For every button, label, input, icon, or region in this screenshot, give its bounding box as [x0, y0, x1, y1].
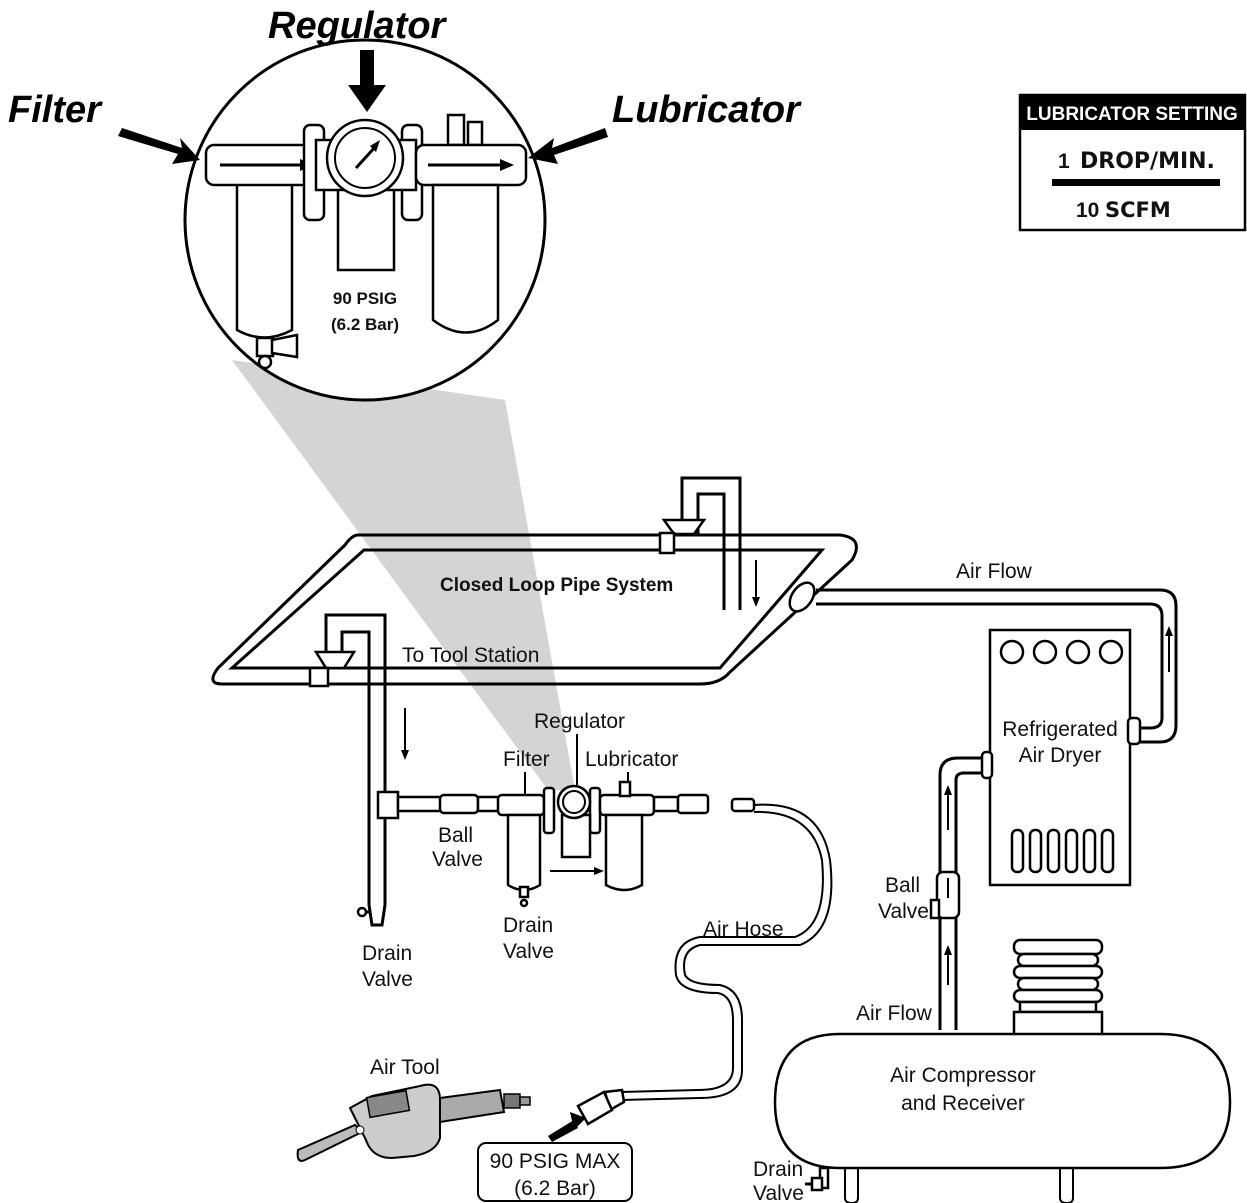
closed-loop-pipe: [211, 476, 1178, 905]
ball-valve-left-line2: Valve: [432, 848, 483, 871]
ball-valve-left-line1: Ball: [438, 824, 473, 847]
drop-rate-number: 1: [1058, 150, 1070, 173]
magnified-frl-unit: 90 PSIG (6.2 Bar): [183, 38, 547, 402]
compressor-ball-valve: [929, 870, 961, 920]
scfm-number: 10: [1076, 199, 1099, 222]
gauge-bar-label: (6.2 Bar): [331, 315, 399, 334]
max-psig-label: 90 PSIG MAX: [490, 1150, 621, 1173]
max-pressure-box: 90 PSIG MAX (6.2 Bar): [477, 1142, 633, 1202]
air-compressor: Air Compressor and Receiver: [773, 938, 1232, 1203]
frl-unit: [496, 780, 710, 908]
air-flow-top-label: Air Flow: [956, 560, 1033, 583]
gauge-pressure-label: 90 PSIG: [333, 289, 397, 308]
drain-valve-frl-line1: Drain: [503, 914, 553, 937]
drain-valve-leg-line2: Valve: [362, 968, 413, 991]
air-hose-label: Air Hose: [703, 918, 784, 941]
drain-valve-leg-line1: Drain: [362, 942, 412, 965]
refrigerated-air-dryer: Refrigerated Air Dryer: [980, 628, 1142, 887]
lubricator-callout-label: Lubricator: [612, 89, 802, 131]
frl-regulator-label: Regulator: [534, 710, 625, 733]
drop-leg: [356, 790, 502, 927]
dryer-label-line2: Air Dryer: [1019, 744, 1102, 767]
compressor-label-line2: and Receiver: [901, 1092, 1025, 1115]
scfm-unit: SCFM: [1105, 198, 1171, 222]
drain-valve-tank-line1: Drain: [753, 1158, 803, 1181]
drain-valve-frl-line2: Valve: [503, 940, 554, 963]
air-tool-label: Air Tool: [370, 1056, 440, 1079]
closed-loop-label: Closed Loop Pipe System: [440, 575, 673, 596]
lubricator-setting-title: LUBRICATOR SETTING: [1026, 104, 1237, 125]
frl-lubricator-label: Lubricator: [585, 748, 678, 771]
regulator-callout-label: Regulator: [268, 5, 448, 47]
filter-callout-arrow: [118, 128, 200, 164]
frl-filter-label: Filter: [503, 748, 550, 771]
dryer-label-line1: Refrigerated: [1002, 718, 1118, 741]
air-tool: [296, 1083, 531, 1162]
lubricator-callout-arrow: [528, 128, 608, 164]
drain-valve-tank-line2: Valve: [753, 1182, 804, 1203]
regulator-callout-arrow: [348, 50, 386, 112]
compressor-label-line1: Air Compressor: [890, 1064, 1036, 1087]
air-hose: [576, 797, 833, 1126]
to-tool-station-label: To Tool Station: [402, 644, 539, 667]
drop-rate-unit: DROP/MIN.: [1080, 149, 1215, 174]
lubricator-setting-box: LUBRICATOR SETTING 1 DROP/MIN. 10 SCFM: [1018, 93, 1247, 232]
air-flow-bottom-label: Air Flow: [856, 1002, 933, 1025]
filter-callout-label: Filter: [8, 89, 103, 131]
ball-valve-right-line2: Valve: [878, 900, 929, 923]
max-bar-label: (6.2 Bar): [514, 1177, 596, 1200]
ball-valve-right-line1: Ball: [885, 874, 920, 897]
